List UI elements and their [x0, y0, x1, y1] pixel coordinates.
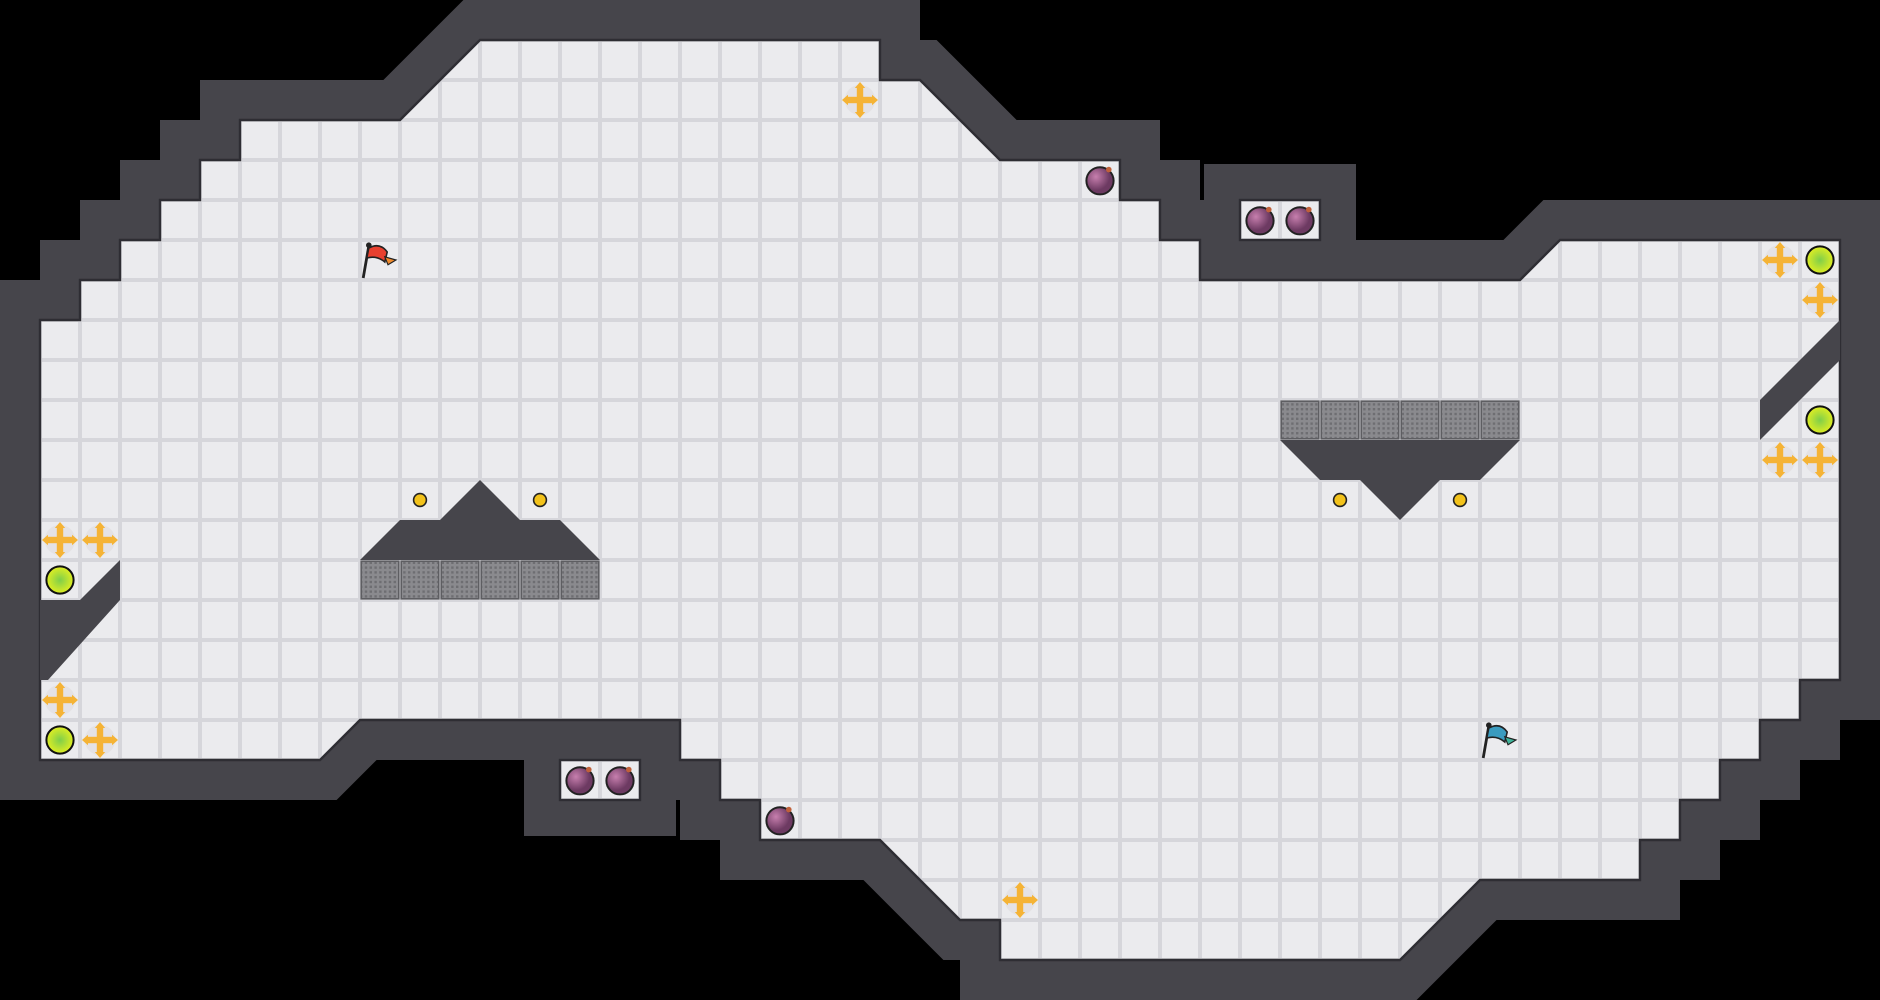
button-icon [412, 492, 428, 508]
boost-icon [1761, 242, 1799, 278]
bomb-icon [765, 806, 795, 836]
boost-icon [841, 82, 879, 118]
blue-flag-icon [1481, 722, 1518, 759]
gate-tile [480, 560, 520, 600]
powerup-icon [1805, 405, 1835, 435]
triangle-wall [360, 480, 600, 560]
boost-icon [41, 682, 79, 718]
gate-tile [1400, 400, 1440, 440]
boost-icon [81, 522, 119, 558]
items [41, 82, 1839, 918]
gate-tile [560, 560, 600, 600]
bomb-icon [1245, 206, 1275, 236]
gate-tile [400, 560, 440, 600]
gate-tile [1280, 400, 1320, 440]
floor [38, 38, 1842, 962]
powerup-icon [45, 725, 75, 755]
gate-tile [1480, 400, 1520, 440]
bomb-icon [1085, 166, 1115, 196]
gate-tile [1320, 400, 1360, 440]
bomb-icon [605, 766, 635, 796]
obstacles [40, 320, 1840, 680]
button-icon [1452, 492, 1468, 508]
boost-icon [1801, 282, 1839, 318]
gate-tile [440, 560, 480, 600]
gate-tile [1360, 400, 1400, 440]
diagonal-wall [40, 560, 120, 680]
bomb-icon [1285, 206, 1315, 236]
gate-tile [1440, 400, 1480, 440]
red-flag-icon [361, 242, 398, 279]
boost-icon [1001, 882, 1039, 918]
gate-tile [360, 560, 400, 600]
triangle-wall [1280, 440, 1520, 520]
diagonal-wall [1760, 320, 1840, 440]
boost-icon [1801, 442, 1839, 478]
boost-icon [1761, 442, 1799, 478]
button-icon [1332, 492, 1348, 508]
powerup-icon [45, 565, 75, 595]
bomb-icon [565, 766, 595, 796]
button-icon [532, 492, 548, 508]
boost-icon [41, 522, 79, 558]
gate-tile [520, 560, 560, 600]
boost-icon [81, 722, 119, 758]
powerup-icon [1805, 245, 1835, 275]
floor-area [38, 38, 1842, 962]
